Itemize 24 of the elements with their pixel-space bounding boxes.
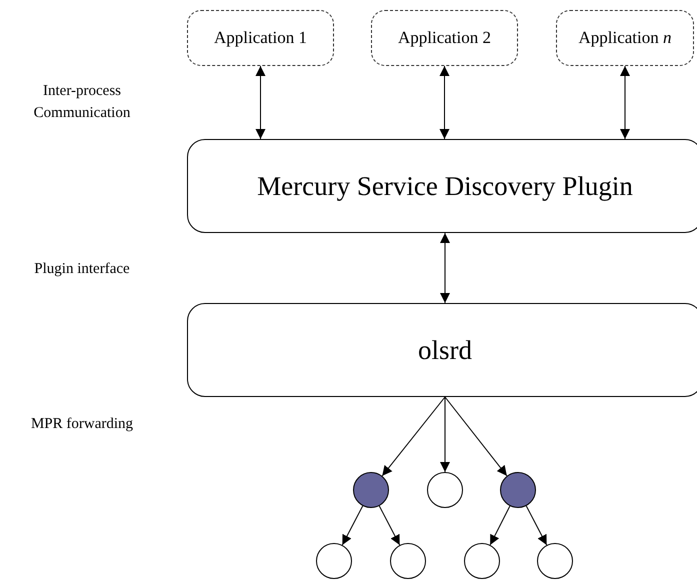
node-label: Application 2 <box>398 27 491 50</box>
arrow <box>620 66 630 140</box>
arrow <box>256 66 266 140</box>
node-label: olsrd <box>418 334 472 367</box>
layer-label: MPR forwarding <box>30 415 134 434</box>
node-label: Mercury Service Discovery Plugin <box>257 170 633 203</box>
arrow <box>378 505 400 546</box>
arrow <box>440 66 450 140</box>
arrow <box>490 506 510 546</box>
node-label: Application n <box>578 27 672 50</box>
application-box <box>187 10 334 66</box>
arrow <box>342 505 364 546</box>
application-box <box>556 10 694 66</box>
arrow <box>440 396 450 472</box>
daemon-box <box>187 303 697 397</box>
application-box <box>371 10 518 66</box>
arrow <box>526 505 548 546</box>
layer-label: Inter-process Communication <box>32 82 132 123</box>
layer-label: Plugin interface <box>33 260 131 279</box>
arrow <box>440 232 450 304</box>
plugin-box <box>187 139 697 233</box>
arrow <box>382 396 446 476</box>
arrow <box>444 396 508 476</box>
node-label: Application 1 <box>214 27 307 50</box>
